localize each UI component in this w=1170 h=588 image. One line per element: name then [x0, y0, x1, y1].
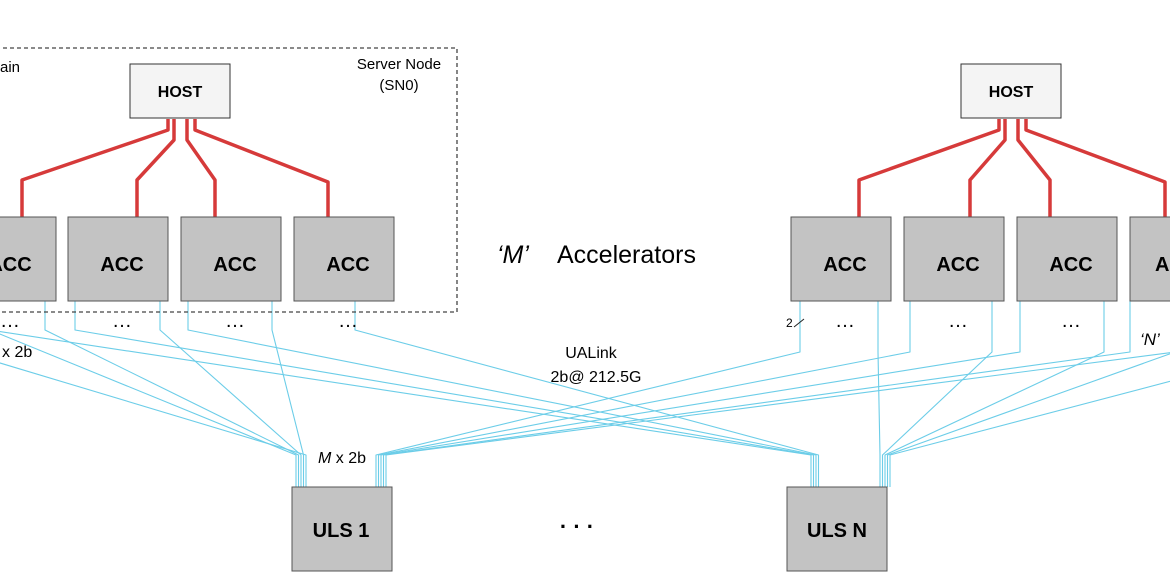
- host-link-8: [1024, 119, 1167, 217]
- ualink-cable-14: [877, 300, 881, 487]
- ualink-label-line2: 2b@ 212.5G: [551, 369, 642, 386]
- acc-label-left-2: ACC: [100, 254, 143, 276]
- ualink-cable-5: [0, 330, 812, 487]
- acc-label-left-4: ACC: [326, 254, 369, 276]
- ualink-cable-9: [375, 300, 801, 487]
- ellipsis-left-4: …: [338, 310, 358, 332]
- host-link-3: [185, 119, 217, 217]
- ellipsis-right-3: …: [1061, 310, 1081, 332]
- ellipsis-left-2: …: [112, 310, 132, 332]
- switch-ellipsis: · · ·: [560, 514, 594, 539]
- acc-box-right-2: ACC: [903, 216, 1005, 302]
- switch-link-m: M: [318, 450, 332, 467]
- host-link-4: [193, 119, 330, 217]
- ualink-cable-bundle: [0, 300, 1170, 487]
- lane-tick-mark: [793, 318, 805, 328]
- ualink-cable-13: [385, 352, 1170, 487]
- ualink-cable-7: [187, 300, 817, 487]
- domain-label: ain: [0, 59, 20, 76]
- ualink-cable-16: [884, 300, 1105, 487]
- ellipsis-left-1: …: [0, 310, 20, 332]
- ualink-cable-15: [881, 300, 993, 487]
- ualink-cable-1: [0, 333, 297, 487]
- ualink-cable-12: [382, 300, 1131, 487]
- host-link-2: [135, 119, 176, 217]
- n-label: ‘N’: [1140, 330, 1160, 349]
- switch-box-uls-n: ULS N: [786, 486, 888, 572]
- ualink-cable-18: [0, 362, 307, 487]
- accelerators-text: Accelerators: [557, 241, 696, 269]
- m-label: ‘M’: [497, 241, 529, 269]
- switch-link-rest: x 2b: [331, 450, 366, 467]
- acc-box-left-2: ACC: [67, 216, 169, 302]
- ellipsis-left-3: …: [225, 310, 245, 332]
- acc-label-right-1: ACC: [823, 254, 866, 276]
- switch-link-label: M x 2b: [318, 450, 366, 467]
- acc-box-right-3: ACC: [1016, 216, 1118, 302]
- ellipsis-right-1: …: [835, 310, 855, 332]
- server-node-label: Server Node: [357, 56, 441, 73]
- host-box-right: HOST: [960, 63, 1062, 119]
- host-box-left: HOST: [129, 63, 231, 119]
- ualink-cable-3: [159, 300, 302, 487]
- acc-label-right-4: A: [1155, 254, 1169, 276]
- ualink-cable-10: [377, 300, 911, 487]
- acc-label-left-1: ACC: [0, 254, 32, 276]
- host-link-1: [20, 119, 170, 217]
- switch-box-uls-1: ULS 1: [291, 486, 393, 572]
- host-label-right: HOST: [989, 84, 1034, 101]
- host-link-7: [1016, 119, 1052, 217]
- acc-box-left-3: ACC: [180, 216, 282, 302]
- acc-box-right-4: A: [1129, 216, 1170, 302]
- acc-box-left-1: ACC: [0, 216, 57, 302]
- ualink-cable-4: [271, 300, 305, 487]
- switch-label-uls-1: ULS 1: [313, 520, 370, 542]
- ualink-cable-17: [886, 353, 1170, 487]
- switch-label-uls-n: ULS N: [807, 520, 867, 542]
- host-link-6: [968, 119, 1007, 217]
- ualink-cable-6: [74, 300, 815, 487]
- acc-box-right-1: ACC: [790, 216, 892, 302]
- host-label-left: HOST: [158, 84, 203, 101]
- host-link-5: [857, 119, 1001, 217]
- ualink-cable-8: [354, 300, 820, 487]
- ualink-label-line1: UALink: [565, 345, 618, 362]
- host-link-bundle: [20, 119, 1167, 217]
- ellipsis-right-2: …: [948, 310, 968, 332]
- accelerators-label: ‘M’ Accelerators: [497, 241, 696, 269]
- link-width-label: x 2b: [2, 344, 32, 361]
- ualink-cable-11: [380, 300, 1021, 487]
- acc-box-left-4: ACC: [293, 216, 395, 302]
- lane-tick-label: 2: [786, 316, 793, 330]
- server-node-id: (SN0): [379, 77, 418, 94]
- ualink-cable-19: [889, 380, 1170, 487]
- acc-label-right-2: ACC: [936, 254, 979, 276]
- server-node-boundary: [0, 47, 458, 313]
- acc-label-right-3: ACC: [1049, 254, 1092, 276]
- acc-label-left-3: ACC: [213, 254, 256, 276]
- ualink-cable-2: [44, 300, 300, 487]
